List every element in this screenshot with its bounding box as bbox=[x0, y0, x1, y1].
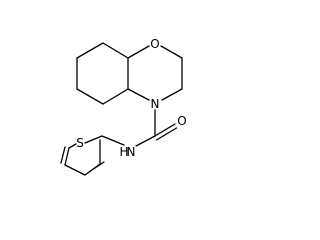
carbonyl-oxygen-atom-label: O bbox=[177, 114, 186, 128]
structure-diagram: O N O H N S bbox=[60, 37, 187, 176]
amide-nitrogen-atom-label: N bbox=[127, 145, 136, 159]
thiophene-ring bbox=[60, 135, 125, 176]
atom-labels: O N O H N S bbox=[76, 37, 187, 159]
carboxamide-group bbox=[135, 109, 178, 147]
oxygen-atom-label: O bbox=[150, 37, 159, 51]
amide-h-atom-label: H bbox=[119, 145, 128, 159]
ring-nitrogen-atom-label: N bbox=[151, 97, 160, 111]
sulfur-atom-label: S bbox=[76, 136, 84, 150]
oxazine-ring bbox=[127, 45, 183, 101]
cyclohexane-ring bbox=[76, 42, 129, 105]
